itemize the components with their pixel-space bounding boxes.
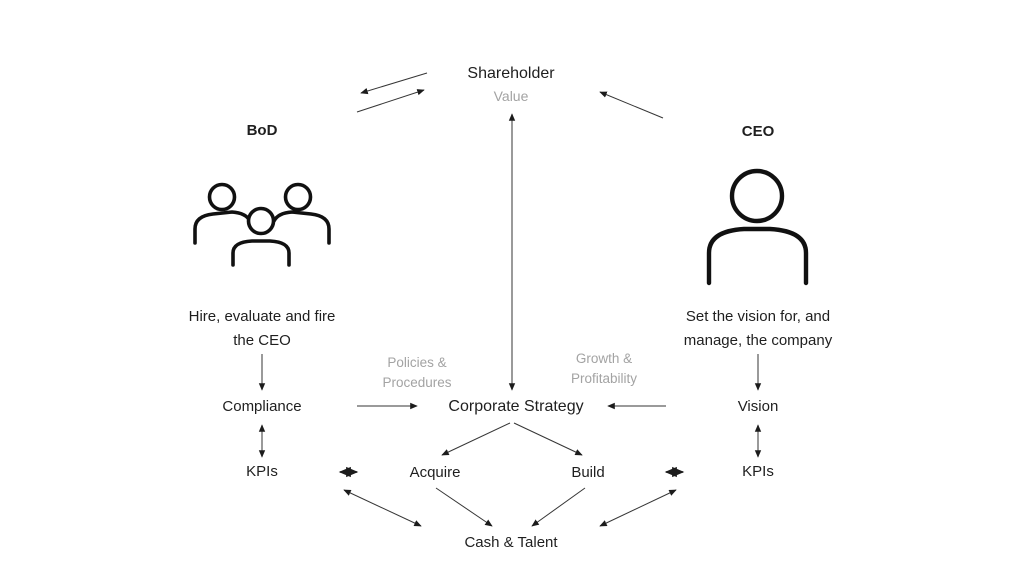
bod-responsibility-line1: Hire, evaluate and fire	[188, 308, 336, 325]
corporate-strategy-label: Corporate Strategy	[448, 398, 584, 415]
people-group-icon	[193, 182, 331, 267]
arrow-bod-to-shareholder	[356, 89, 425, 113]
compliance-label: Compliance	[222, 398, 302, 415]
cash-talent-label: Cash & Talent	[464, 534, 558, 551]
person-icon	[706, 168, 809, 286]
shareholder-value-label: Value	[493, 88, 529, 104]
growth-line1: Growth &	[575, 351, 633, 366]
bod-responsibility: Hire, evaluate and fire the CEO	[189, 305, 336, 353]
arrow-kpis-right-cash	[599, 489, 677, 527]
arrow-acquire-to-cash	[435, 487, 493, 527]
policies-line2: Procedures	[382, 375, 452, 390]
arrow-ceo-to-shareholder	[599, 91, 664, 119]
ceo-responsibility: Set the vision for, and manage, the comp…	[684, 305, 832, 353]
growth-line2: Profitability	[570, 371, 638, 386]
shareholder-label: Shareholder	[467, 65, 555, 82]
bod-label: BoD	[246, 122, 278, 139]
ceo-label: CEO	[741, 123, 775, 140]
policies-line1: Policies &	[387, 355, 447, 370]
ceo-responsibility-line1: Set the vision for, and	[685, 308, 831, 325]
policies-procedures-label: Policies & Procedures	[382, 353, 451, 393]
growth-profitability-label: Growth & Profitability	[571, 349, 637, 389]
bod-responsibility-line2: the CEO	[233, 332, 291, 349]
arrow-shareholder-to-bod	[360, 72, 428, 95]
arrow-strategy-to-build	[513, 422, 583, 456]
ceo-responsibility-line2: manage, the company	[683, 332, 833, 349]
arrow-build-to-cash	[531, 487, 586, 527]
arrow-kpis-left-cash	[343, 489, 422, 527]
kpis-right-label: KPIs	[742, 463, 774, 480]
arrow-strategy-to-acquire	[441, 422, 511, 456]
build-label: Build	[571, 464, 605, 481]
acquire-label: Acquire	[409, 464, 461, 481]
kpis-left-label: KPIs	[246, 463, 278, 480]
vision-label: Vision	[737, 398, 779, 415]
